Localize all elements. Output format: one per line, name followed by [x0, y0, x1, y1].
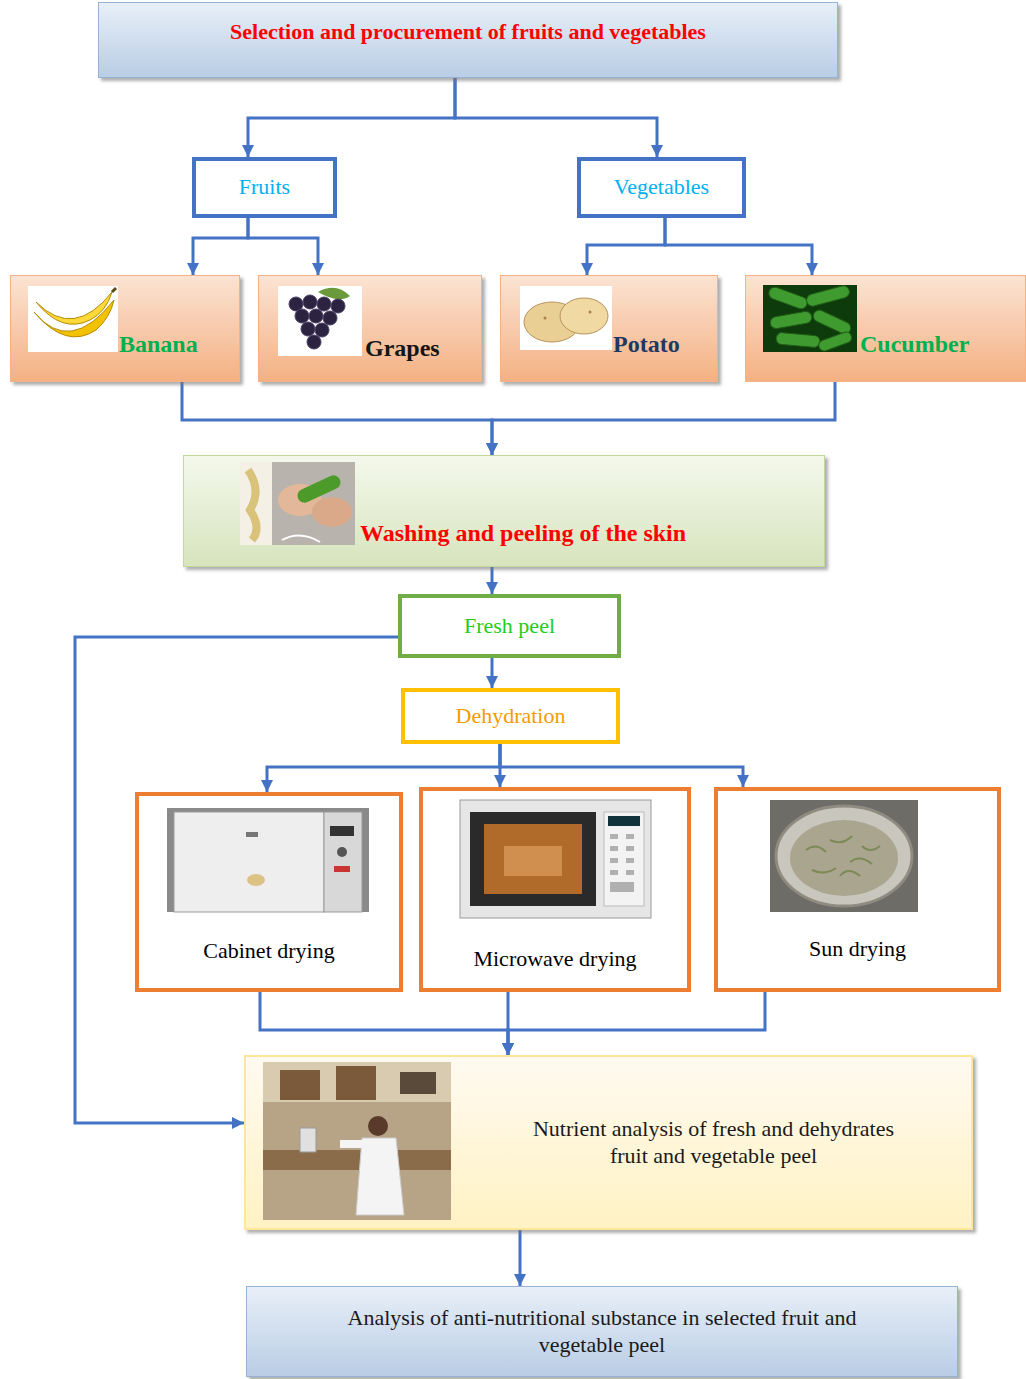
node-label: Potato — [613, 330, 680, 359]
flow-arrow — [455, 78, 657, 157]
flow-arrow — [260, 992, 508, 1055]
node-label: Selection and procurement of fruits and … — [230, 19, 706, 45]
produce-box: Grapes — [258, 275, 482, 382]
flow-arrow — [248, 218, 318, 275]
node-label: Sun drying — [809, 936, 906, 962]
node-label: Grapes — [365, 334, 440, 363]
produce-box: Cucumber — [745, 275, 1026, 382]
node-label: Analysis of anti-nutritional substance i… — [312, 1305, 892, 1358]
node-label: Microwave drying — [473, 946, 636, 972]
category-box: Fruits — [192, 157, 337, 218]
flow-arrow — [193, 218, 248, 275]
node-label: Washing and peeling of the skin — [360, 519, 686, 548]
method-box: Sun drying — [714, 787, 1001, 992]
node-label: Banana — [119, 330, 198, 359]
flow-arrow — [587, 218, 665, 275]
analysis-box: Nutrient analysis of fresh and dehydrate… — [244, 1055, 973, 1230]
node-label: Nutrient analysis of fresh and dehydrate… — [524, 1116, 904, 1169]
process-box: Washing and peeling of the skin — [183, 455, 825, 567]
flow-arrow — [508, 992, 765, 1055]
flow-arrow — [491, 567, 494, 594]
flow-arrow — [267, 744, 500, 792]
category-box: Vegetables — [577, 157, 746, 218]
stage-box: Fresh peel — [398, 594, 621, 658]
analysis-box: Analysis of anti-nutritional substance i… — [246, 1286, 958, 1377]
node-label: Fresh peel — [464, 613, 555, 639]
title-box: Selection and procurement of fruits and … — [98, 2, 838, 78]
flow-arrow — [665, 218, 812, 275]
flow-arrow — [182, 382, 492, 455]
stage-box: Dehydration — [401, 688, 620, 744]
node-label: Dehydration — [456, 703, 566, 729]
node-label: Cabinet drying — [203, 938, 334, 964]
flow-arrow — [519, 1230, 522, 1286]
node-label: Vegetables — [614, 174, 709, 200]
flow-arrow — [491, 658, 494, 688]
node-label: Fruits — [239, 174, 290, 200]
flow-arrow — [492, 382, 835, 455]
method-box: Cabinet drying — [135, 792, 403, 992]
node-label: Cucumber — [860, 330, 969, 359]
flow-arrow — [500, 744, 743, 787]
method-box: Microwave drying — [419, 787, 691, 992]
produce-box: Potato — [500, 275, 718, 382]
produce-box: Banana — [10, 275, 240, 382]
flow-arrow — [248, 78, 455, 157]
